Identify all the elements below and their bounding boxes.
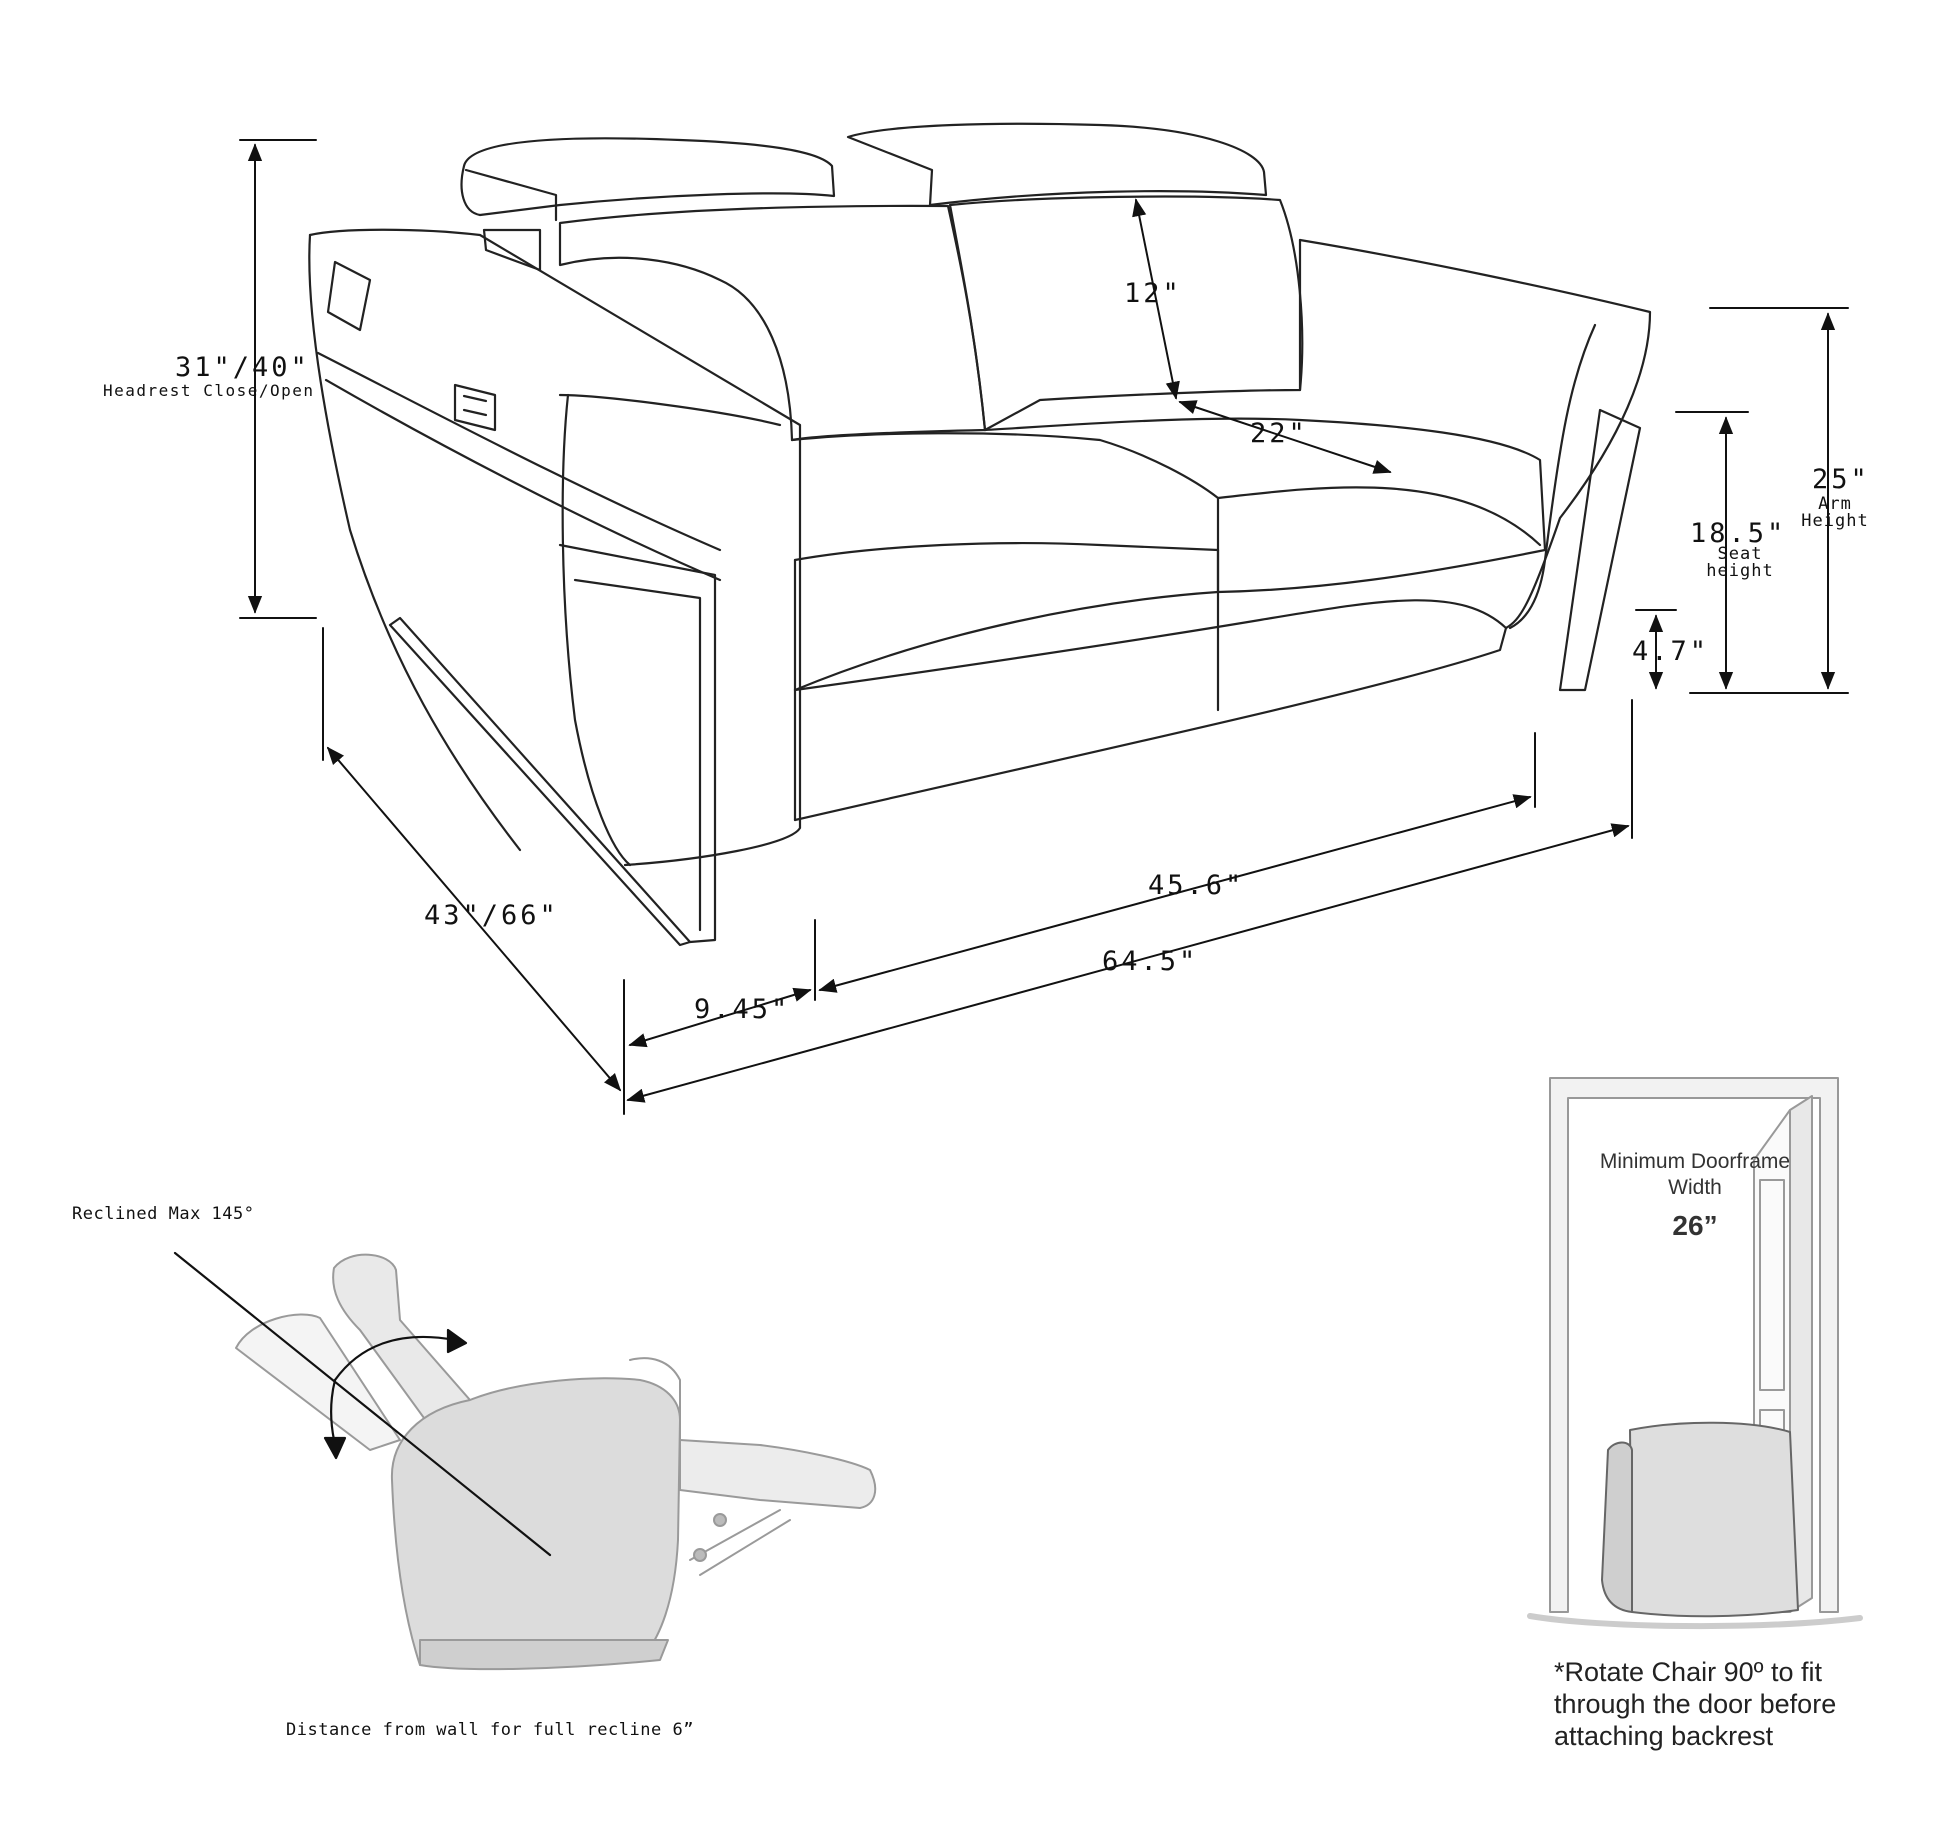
seat-cushion-right bbox=[983, 417, 1547, 712]
door-illustration bbox=[1527, 1077, 1863, 1630]
seat-height-label-2: height bbox=[1706, 561, 1774, 581]
arm-height-label-1: Arm bbox=[1818, 494, 1852, 514]
seat-height-value: 18.5" bbox=[1690, 518, 1787, 549]
dimension-lines bbox=[239, 139, 1849, 1115]
back-cushion-right bbox=[948, 195, 1304, 432]
recline-angle-line bbox=[173, 1251, 552, 1557]
rotate-note-line-1: *Rotate Chair 90º to fit bbox=[1554, 1657, 1822, 1687]
arm-height-value: 25" bbox=[1812, 464, 1870, 495]
seat-depth-value: 22" bbox=[1250, 418, 1308, 449]
rotate-note-line-3: attaching backrest bbox=[1554, 1721, 1774, 1751]
arm-width-value: 9.45" bbox=[694, 994, 791, 1025]
doorframe-width-value: 26” bbox=[1672, 1210, 1718, 1241]
back-height-value: 12" bbox=[1124, 278, 1182, 309]
doorframe-title-2: Width bbox=[1668, 1176, 1722, 1199]
front-base bbox=[793, 558, 1508, 822]
depth-value: 43"/66" bbox=[424, 900, 559, 931]
arm-height-label-2: Height bbox=[1801, 511, 1869, 531]
height-dimension-label: Headrest Close/Open bbox=[103, 381, 315, 400]
seat-cushion-left bbox=[790, 432, 1220, 692]
back-cushion-left bbox=[558, 204, 987, 442]
left-headrest bbox=[460, 137, 836, 272]
wall-distance-label: Distance from wall for full recline 6” bbox=[286, 1720, 694, 1740]
height-dimension-value: 31"/40" bbox=[175, 352, 310, 383]
recline-max-label: Reclined Max 145° bbox=[72, 1204, 255, 1224]
doorframe-title-1: Minimum Doorframe bbox=[1599, 1150, 1791, 1173]
recliner-illustration bbox=[235, 1253, 877, 1671]
leg-height-value: 4.7" bbox=[1632, 636, 1710, 667]
seat-height-label-1: Seat bbox=[1717, 544, 1763, 564]
total-width-value: 64.5" bbox=[1102, 946, 1199, 977]
right-headrest bbox=[846, 122, 1268, 207]
rotate-note-line-2: through the door before bbox=[1554, 1689, 1837, 1719]
seat-width-value: 45.6" bbox=[1148, 870, 1245, 901]
left-arm bbox=[308, 228, 802, 947]
right-arm bbox=[1298, 238, 1652, 692]
